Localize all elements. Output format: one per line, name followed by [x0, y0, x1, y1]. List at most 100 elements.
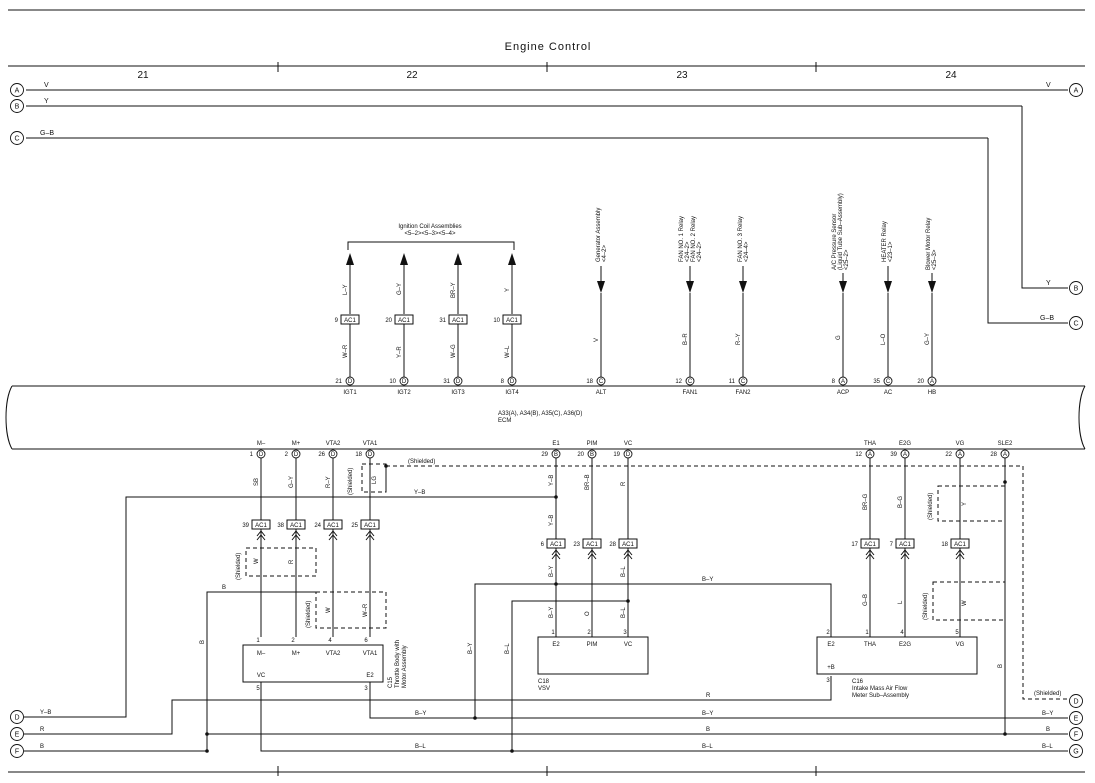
component-name: Intake Mass Air Flow [852, 686, 908, 692]
ignition-coil-group: Ignition Coil Assemblies <5–2><5–3><5–4> [347, 224, 515, 250]
wire-color-label: W–R [343, 344, 349, 358]
header: Engine Control 21 22 23 24 [8, 9, 1085, 81]
connector-letter: D [402, 379, 407, 385]
junction-pin-number: 9 [335, 318, 339, 324]
pin-column-igt3: BR–Y 31 AC1 W–G 31 D IGT3 [439, 253, 468, 396]
wire-color-label: B [40, 744, 44, 750]
connector-letter: A [958, 452, 962, 458]
pin-number: 20 [577, 452, 584, 458]
wire-color-label: B–Y [415, 711, 426, 717]
pin-column-igt4: Y 10 AC1 W–L 8 D IGT4 [493, 253, 522, 396]
column-number: 23 [676, 70, 688, 81]
wire-color-label: R–Y [736, 333, 742, 345]
connector-letter: A [903, 452, 907, 458]
destination-label: FAN NO. 3 Relay [738, 216, 744, 262]
junction-pin-number: 23 [573, 542, 580, 548]
wire-color-label: G–Y [925, 333, 931, 345]
wire-color-label: B–Y [549, 607, 555, 618]
component-pin: 6 [364, 638, 368, 644]
pin-number: 21 [335, 379, 342, 385]
destination-label: A/C Pressure Sensor [832, 214, 838, 270]
shield-lines: (Shielded) (Shielded) [384, 458, 1068, 700]
junction-connector-label: AC1 [452, 318, 464, 324]
component-pin-name: E2 [366, 673, 374, 679]
component-pin: 3 [826, 678, 830, 684]
wire-color-label: B–L [1042, 744, 1053, 750]
connector-letter: B [590, 452, 594, 458]
destination-label: Blower Motor Relay [926, 218, 932, 270]
wire-color-label: Y [44, 98, 49, 105]
edge-references: A B C A B C D E F D E F G [10, 83, 1083, 758]
junction-pin-number: 17 [851, 542, 858, 548]
edge-ref-label: B [15, 104, 20, 111]
connector-letter: C [599, 379, 604, 385]
pin-column-acp: A/C Pressure Sensor (Liquid Tube Sub–Ass… [832, 193, 850, 396]
component-pin: 1 [865, 630, 869, 636]
ecm-name: ECM [498, 418, 511, 424]
wire-color-label: W–L [505, 345, 511, 358]
shielded-label: (Shielded) [408, 459, 435, 465]
component-pin-name: VTA2 [326, 651, 341, 657]
component-pin: 3 [364, 686, 368, 692]
junction-pin-number: 24 [314, 523, 321, 529]
pin-column-hb: Blower Motor Relay <25–3> G–Y 20 A HB [917, 218, 938, 396]
wire-color-label: W [326, 607, 332, 613]
edge-ref-label: B [1074, 286, 1079, 293]
shielded-label: (Shielded) [306, 601, 312, 628]
edge-ref-label: E [1074, 716, 1079, 723]
component-pin-name: VG [956, 642, 965, 648]
connector-letter: D [294, 452, 299, 458]
shielded-label: (Shielded) [348, 468, 354, 495]
pin-name: SLE2 [998, 441, 1013, 447]
wire-color-label: B–Y [549, 566, 555, 577]
wire-color-label: B–Y [468, 643, 474, 654]
connector-letter: D [259, 452, 264, 458]
pin-name: VC [624, 441, 633, 447]
pin-column-fan1: FAN NO. 1 Relay <24–2> FAN NO. 2 Relay <… [675, 216, 703, 396]
junction-connector-label: AC1 [344, 318, 356, 324]
junction-pin-number: 28 [609, 542, 616, 548]
junction-connector-label: AC1 [550, 542, 562, 548]
destination-ref: <25–3> [932, 249, 938, 270]
connector-letter: C [886, 379, 891, 385]
component-pin: 4 [900, 630, 904, 636]
wire-color-label: V [1046, 82, 1051, 89]
destination-ref: <24–4> [744, 241, 750, 262]
connector-letter: C [688, 379, 693, 385]
pin-number: 26 [318, 452, 325, 458]
pin-name: IGT2 [397, 390, 411, 396]
component-pin-name: E2G [899, 642, 911, 648]
pin-number: 12 [855, 452, 862, 458]
pin-name: THA [864, 441, 876, 447]
pin-number: 8 [501, 379, 505, 385]
wire-color-label: B–Y [1042, 711, 1053, 717]
wire-color-label: G–B [40, 130, 54, 137]
component-ref: C15 [388, 676, 394, 688]
wire-color-label: B [998, 664, 1004, 668]
shielded-label: (Shielded) [923, 593, 929, 620]
component-ref: C16 [852, 679, 864, 685]
pin-name: IGT3 [451, 390, 465, 396]
destination-sublabel: (Liquid Tube Sub–Assembly) [838, 193, 844, 270]
connector-letter: D [331, 452, 336, 458]
wire-color-label: B [1046, 727, 1050, 733]
connector-letter: A [868, 452, 872, 458]
diagram-title: Engine Control [505, 41, 592, 53]
connector-letter: A [841, 379, 845, 385]
wire-color-label: BR–G [863, 493, 869, 510]
shielded-label: (Shielded) [236, 553, 242, 580]
destination-ref: <25–2> [844, 249, 850, 270]
wire-color-label: W [254, 558, 260, 564]
destination-label: FAN NO. 2 Relay [691, 216, 697, 262]
component-pin: 4 [328, 638, 332, 644]
junction-connector-label: AC1 [327, 523, 339, 529]
pin-name: AC [884, 390, 893, 396]
wire-color-label: R [289, 559, 295, 564]
component-pin: 5 [256, 686, 260, 692]
destination-ref: <23–1> [888, 241, 894, 262]
wire-color-label: B–Y [702, 577, 713, 583]
wire-color-label: G [836, 335, 842, 340]
edge-ref-label: A [1074, 88, 1079, 95]
column-number: 24 [945, 70, 957, 81]
pin-number: 35 [873, 379, 880, 385]
